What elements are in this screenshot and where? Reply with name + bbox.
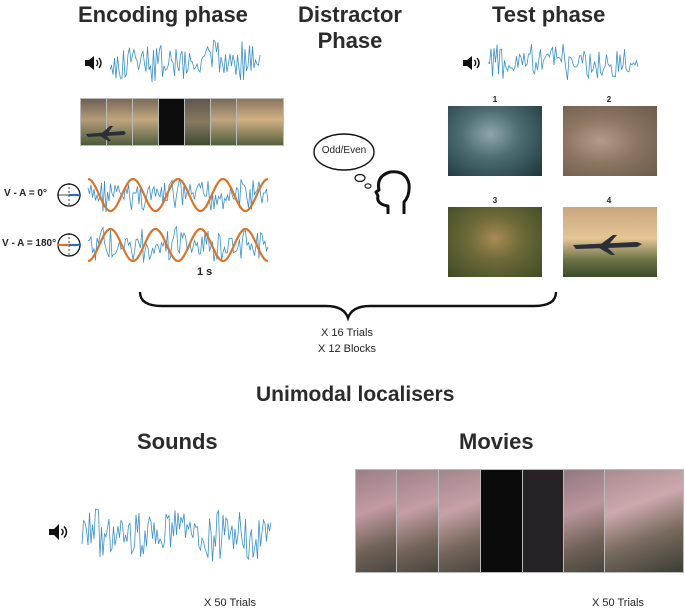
phase-dial-icon: [57, 233, 81, 257]
av-waveform-180deg: [87, 225, 269, 263]
option-number-3: 3: [492, 196, 498, 205]
speaker-icon: [85, 56, 102, 70]
waveform-trace: [109, 39, 261, 82]
test-option-3-image: [448, 207, 542, 277]
phase-label-180: V - A = 180°: [2, 238, 57, 249]
waveform-trace: [87, 178, 269, 213]
movies-trials: X 50 Trials: [592, 597, 644, 609]
distractor-title-line1: Distractor: [298, 2, 402, 27]
speaker-icon: [49, 524, 68, 540]
sine-modulation-180deg: [87, 227, 269, 263]
airplane-in-frame: [573, 235, 642, 255]
option-number-2: 2: [606, 95, 612, 104]
movie-frame: [236, 98, 284, 146]
av-waveform-0deg: [87, 178, 269, 213]
trials-count: X 16 Trials: [321, 327, 373, 339]
one-second-label: 1 s: [197, 266, 213, 278]
localiser-movie-frame: [604, 469, 684, 573]
localisers-title: Unimodal localisers: [256, 383, 455, 406]
blocks-count: X 12 Blocks: [317, 343, 377, 355]
test-phase-title: Test phase: [492, 2, 606, 27]
encoding-sound-waveform: [109, 39, 261, 82]
phase-label-0: V - A = 0°: [4, 188, 47, 199]
distractor-title-line2: Phase: [317, 28, 383, 53]
thinking-head-icon: [313, 133, 411, 214]
sine-trace: [87, 227, 269, 263]
curly-brace: [138, 291, 558, 322]
sine-trace: [87, 177, 269, 213]
waveform-trace: [81, 508, 272, 562]
movies-title: Movies: [459, 429, 534, 454]
airplane-in-frame: [86, 126, 126, 141]
phase-dial-icon: [57, 183, 81, 207]
option-number-4: 4: [606, 196, 612, 205]
speaker-icon: [463, 56, 480, 70]
test-sound-waveform: [487, 43, 639, 81]
test-option-2-image: [563, 106, 657, 176]
sine-modulation-0deg: [87, 177, 269, 213]
test-option-1-image: [448, 106, 542, 176]
thought-bubble-text: Odd/Even: [321, 145, 367, 156]
localiser-sound-waveform: [81, 508, 272, 562]
sounds-title: Sounds: [137, 429, 218, 454]
sounds-trials: X 50 Trials: [204, 597, 256, 609]
test-option-4-image: [563, 207, 657, 277]
distractor-phase-title: Distractor Phase: [296, 2, 404, 54]
option-number-1: 1: [492, 95, 498, 104]
waveform-trace: [487, 43, 639, 81]
waveform-trace: [87, 225, 269, 263]
encoding-phase-title: Encoding phase: [78, 2, 248, 27]
